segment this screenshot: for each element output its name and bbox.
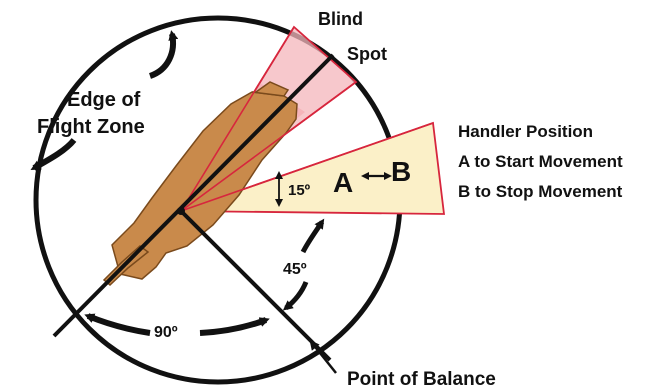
edge-label-line2: Flight Zone xyxy=(37,116,145,138)
handler-position-title: Handler Position xyxy=(458,122,593,141)
blind-spot-label-line2: Spot xyxy=(347,44,387,64)
animal-axis-line xyxy=(52,53,335,338)
angle-90-label: 90º xyxy=(154,324,178,341)
balance-arrow xyxy=(309,339,337,374)
pivot-point xyxy=(177,207,185,215)
curved-arrow-icon xyxy=(282,281,309,311)
sight-line-blind-2 xyxy=(180,81,357,212)
point-of-balance-line xyxy=(179,209,332,362)
angle-45-label: 45º xyxy=(283,261,307,278)
point-a-label: A xyxy=(333,167,353,198)
edge-label-line1: Edge of xyxy=(67,89,141,111)
blind-spot-label-line1: Blind xyxy=(318,9,363,29)
curved-arrow-icon xyxy=(84,313,151,336)
sight-line-blind-1 xyxy=(180,26,295,212)
curved-arrow-icon xyxy=(199,317,270,336)
animal-head xyxy=(251,81,290,97)
point-of-balance-label: Point of Balance xyxy=(347,369,496,390)
handler-a-note: A to Start Movement xyxy=(458,152,623,171)
sight-line-handler xyxy=(180,122,434,212)
point-b-label: B xyxy=(391,156,411,187)
curved-arrow-icon xyxy=(30,138,77,171)
handler-b-note: B to Stop Movement xyxy=(458,182,623,201)
curved-arrow-icon xyxy=(148,30,179,79)
curved-arrow-icon xyxy=(300,218,325,254)
angle-15-label: 15º xyxy=(288,182,311,199)
